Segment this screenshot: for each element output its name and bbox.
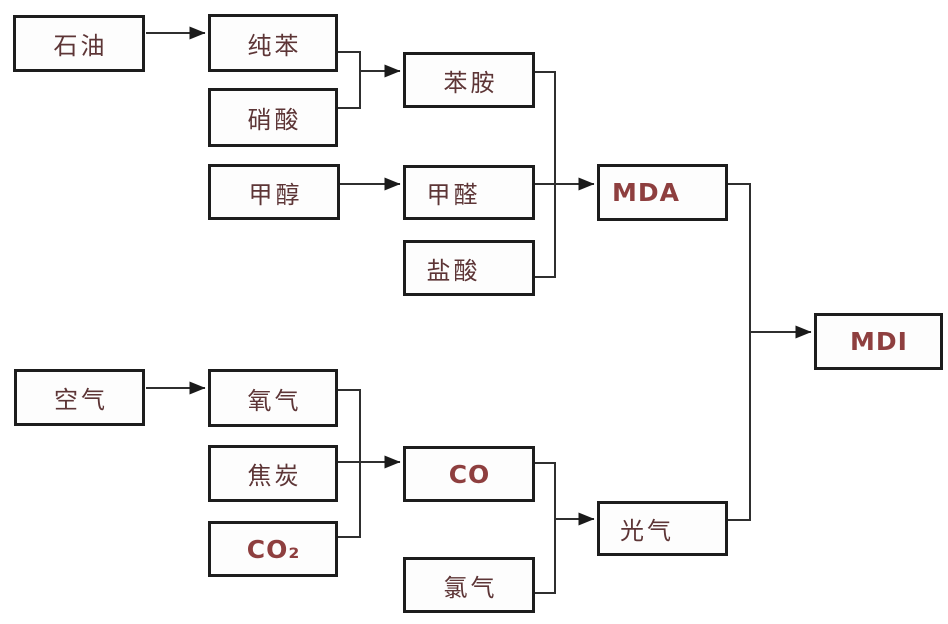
node-shiyou: 石油: [13, 15, 145, 72]
node-yansuan: 盐酸: [403, 240, 535, 296]
node-co2: CO₂: [208, 521, 338, 577]
bracket-chunben-xiaosuan: [338, 51, 361, 109]
bracket-mda-guangqi: [728, 183, 751, 521]
node-benan: 苯胺: [403, 52, 535, 108]
bracket-co-lvqi: [535, 462, 556, 594]
node-co: CO: [403, 446, 535, 502]
node-lvqi: 氯气: [403, 557, 535, 613]
node-yangqi: 氧气: [208, 369, 338, 427]
node-jiachun: 甲醇: [208, 164, 340, 220]
node-xiaosuan: 硝酸: [208, 88, 338, 147]
node-guangqi: 光气: [597, 501, 728, 556]
node-mda: MDA: [597, 164, 728, 221]
node-mdi: MDI: [814, 313, 943, 370]
node-jiaotan: 焦炭: [208, 445, 338, 502]
node-kongqi: 空气: [14, 369, 145, 426]
node-chunben: 纯苯: [208, 14, 338, 72]
node-jiaquan: 甲醛: [403, 165, 535, 220]
bracket-yangqi-jiaotan-co2: [338, 389, 361, 538]
bracket-benan-jiaquan-yansuan: [535, 71, 556, 278]
